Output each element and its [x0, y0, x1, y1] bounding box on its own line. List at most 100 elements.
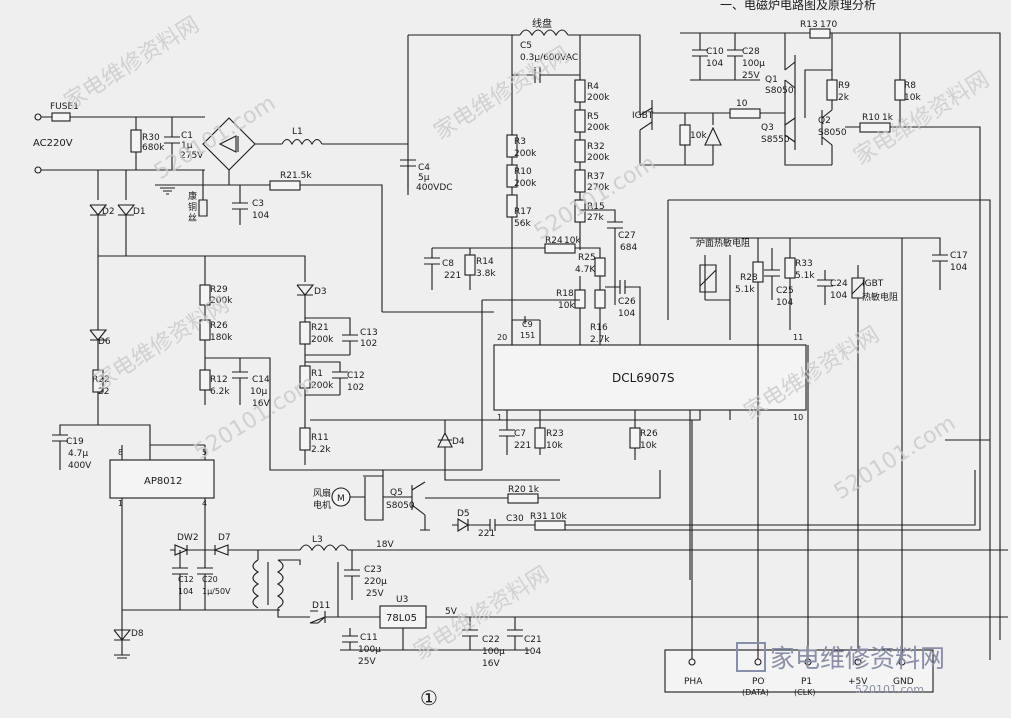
c28-volt: 25V [742, 71, 760, 81]
c4-volt: 400VDC [416, 183, 453, 193]
r22-val: 22 [98, 387, 109, 397]
d6-ref: D6 [98, 337, 111, 347]
r4-ref: R4 [587, 82, 599, 92]
q5-ref: Q5 [390, 488, 403, 498]
c21-val: 104 [524, 647, 541, 657]
conn-pin-po: PO [752, 677, 765, 687]
r16-val: 2.7k [590, 335, 610, 345]
c17-ref: C17 [950, 251, 968, 261]
connector-section: PHA PO (DATA) P1 (CLK) +5V GND [664, 238, 990, 697]
c22-ref: C22 [482, 635, 500, 645]
c8-ref: C8 [442, 259, 454, 269]
r9-val: 2k [838, 93, 850, 103]
r20-ref: R20 [508, 485, 526, 495]
l3-ref: L3 [312, 535, 323, 545]
c24-ref: C24 [830, 279, 848, 289]
r22-ref: R22 [92, 375, 110, 385]
wire-label-3: 丝 [188, 212, 197, 224]
r8-val: 10k [904, 93, 921, 103]
r3-val: 200k [514, 149, 537, 159]
conn-pin-p1-sub: (CLK) [794, 688, 816, 697]
resistor-r31 [534, 520, 566, 531]
r20-val: 1k [528, 485, 540, 495]
c9-val: 151 [520, 331, 535, 340]
r28-val: 5.1k [735, 285, 755, 295]
fan-label-2: 电机 [313, 499, 331, 511]
coil-label: 线盘 [532, 17, 552, 30]
r29-val: 200k [210, 296, 233, 306]
d5-ref: D5 [457, 509, 470, 519]
chip-pin11: 11 [793, 333, 803, 342]
ap8012-pin1: 1 [118, 499, 123, 508]
watermark-url-2: 520101.com [530, 151, 660, 245]
q1-ref: Q1 [765, 75, 778, 85]
igbt-transistor: IGBT [632, 100, 654, 165]
igbt-label: IGBT [632, 111, 654, 121]
c12a-val: 102 [347, 383, 364, 393]
c14-volt: 16V [252, 399, 270, 409]
c25-val: 104 [776, 298, 793, 308]
r1-ref: R1 [311, 369, 323, 379]
c12a-ref: C12 [347, 371, 365, 381]
u3-out: 5V [445, 607, 458, 617]
c21-ref: C21 [524, 635, 542, 645]
r11-ref: R11 [311, 433, 329, 443]
watermark-logo: 家电维修资料网 520101.com [736, 642, 945, 696]
c17-val: 104 [950, 263, 967, 273]
r-10-val: 10 [736, 99, 748, 109]
c13-ref: C13 [360, 328, 378, 338]
q1-val: S8050 [765, 86, 794, 96]
q2-val: S8050 [818, 128, 847, 138]
r29-ref: R29 [210, 285, 228, 295]
ap8012-pin8: 8 [118, 448, 123, 457]
r25-ref: R25 [578, 253, 596, 263]
r8-ref: R8 [904, 81, 916, 91]
dcl6907s-chip [493, 344, 807, 411]
watermark-text-1: 家电维修资料网 [60, 12, 204, 115]
r16-ref: R16 [590, 323, 608, 333]
d1-ref: D1 [133, 207, 146, 217]
r37-ref: R37 [587, 172, 605, 182]
c9-ref: C9 [522, 320, 533, 329]
watermark-url-4: 520101.com [830, 411, 960, 505]
r37-val: 270k [587, 183, 610, 193]
resistor-r20 [507, 493, 539, 504]
resistor-10 [729, 108, 761, 119]
c1-val: 1μ [181, 141, 193, 151]
c7-val: 221 [514, 441, 531, 451]
c30-val: 221 [478, 529, 495, 539]
r11-val: 2.2k [311, 445, 331, 455]
igbt-thermistor-label1: IGBT [862, 279, 884, 289]
l1-label: L1 [292, 127, 303, 137]
resistor-r30 [130, 129, 142, 153]
r10b-val: 1k [882, 113, 894, 123]
r1-val: 200k [311, 381, 334, 391]
conn-pin-p1: P1 [801, 677, 812, 687]
watermark-text-2: 家电维修资料网 [430, 42, 574, 145]
c8-val: 221 [444, 271, 461, 281]
r14-ref: R14 [476, 257, 494, 267]
rail-18v: 18V [376, 540, 394, 550]
r30-ref: R30 [142, 133, 160, 143]
coil-section: 线盘 C5 0.3μ/600VAC R4 200k R5 200k R32 20… [408, 17, 785, 345]
watermark-url-1: 520101.com [150, 91, 280, 185]
u3-name: 78L05 [386, 613, 417, 624]
c11-val: 100μ [358, 645, 381, 655]
r17-ref: R17 [514, 207, 532, 217]
wire-label-1: 康 [188, 190, 197, 202]
r2-val: 1.5k [292, 171, 312, 181]
r21-val: 200k [311, 335, 334, 345]
r26a-ref: R26 [210, 321, 228, 331]
d3-ref: D3 [314, 287, 327, 297]
igbt-thermistor-label2: 热敏电阻 [862, 291, 898, 303]
c19-ref: C19 [66, 437, 84, 447]
ac-input-label: AC220V [33, 138, 73, 149]
r24-val: 10k [564, 236, 581, 246]
r12-val: 6.2k [210, 387, 230, 397]
watermark-logo-text: 家电维修资料网 [770, 644, 945, 673]
c25-ref: C25 [776, 286, 794, 296]
r32-ref: R32 [587, 142, 605, 152]
r15-val: 27k [587, 213, 604, 223]
c19-val: 4.7μ [68, 449, 88, 459]
